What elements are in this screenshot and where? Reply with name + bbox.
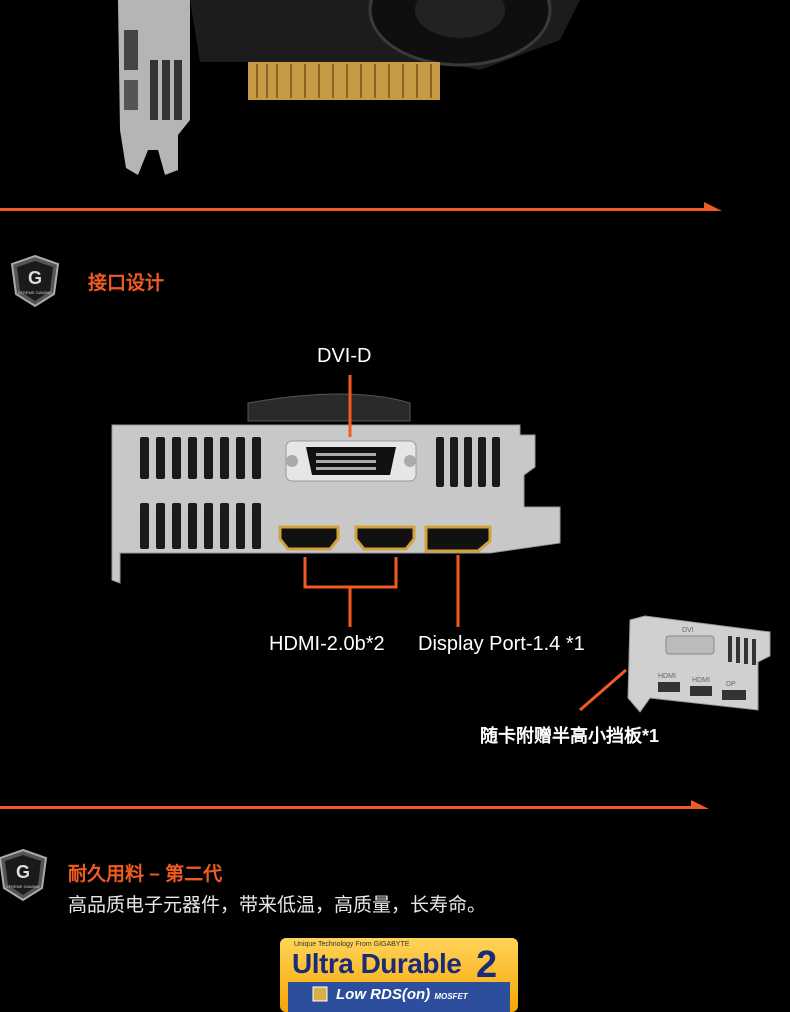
svg-text:DVI: DVI <box>682 627 694 634</box>
badge-small-text: Unique Technology From GIGABYTE <box>294 941 410 948</box>
svg-text:G: G <box>28 268 42 288</box>
graphics-card-top-image <box>118 0 580 175</box>
bracket-label: 随卡附赠半高小挡板*1 <box>480 726 660 746</box>
xtreme-gaming-logo-icon: G XTREME GAMING <box>10 254 60 308</box>
chip-icon <box>312 986 328 1002</box>
section-title-durable: 耐久用料 – 第二代 <box>68 864 223 885</box>
half-height-bracket-image: DVI HDMI HDMI DP <box>579 615 771 713</box>
svg-text:G: G <box>16 862 30 882</box>
section-divider-2 <box>0 800 709 809</box>
svg-text:HDMI: HDMI <box>692 677 710 684</box>
ultra-durable-badge: Unique Technology From GIGABYTE Ultra Du… <box>280 938 518 1012</box>
badge-title: Ultra Durable <box>292 948 462 979</box>
badge-number: 2 <box>476 944 498 986</box>
svg-text:DP: DP <box>726 681 736 688</box>
displayport-label: Display Port-1.4 *1 <box>418 633 585 655</box>
badge-row-mosfet: Low RDS(on) MOSFET <box>336 986 468 1003</box>
badge-row-sub: MOSFET <box>434 992 468 1001</box>
badge-row-text: Low RDS(on) <box>336 986 431 1003</box>
section-description-durable: 高品质电子元器件，带来低温，高质量，长寿命。 <box>68 895 487 916</box>
xtreme-gaming-logo-icon: G XTREME GAMING <box>0 848 48 902</box>
io-bracket-image <box>111 375 561 627</box>
hdmi-label: HDMI-2.0b*2 <box>269 633 385 655</box>
svg-text:HDMI: HDMI <box>658 673 676 680</box>
svg-text:XTREME GAMING: XTREME GAMING <box>18 290 52 295</box>
dvi-label: DVI-D <box>317 345 372 367</box>
section-title-interface: 接口设计 <box>88 273 165 294</box>
svg-text:XTREME GAMING: XTREME GAMING <box>6 884 40 889</box>
section-divider-1 <box>0 202 722 211</box>
